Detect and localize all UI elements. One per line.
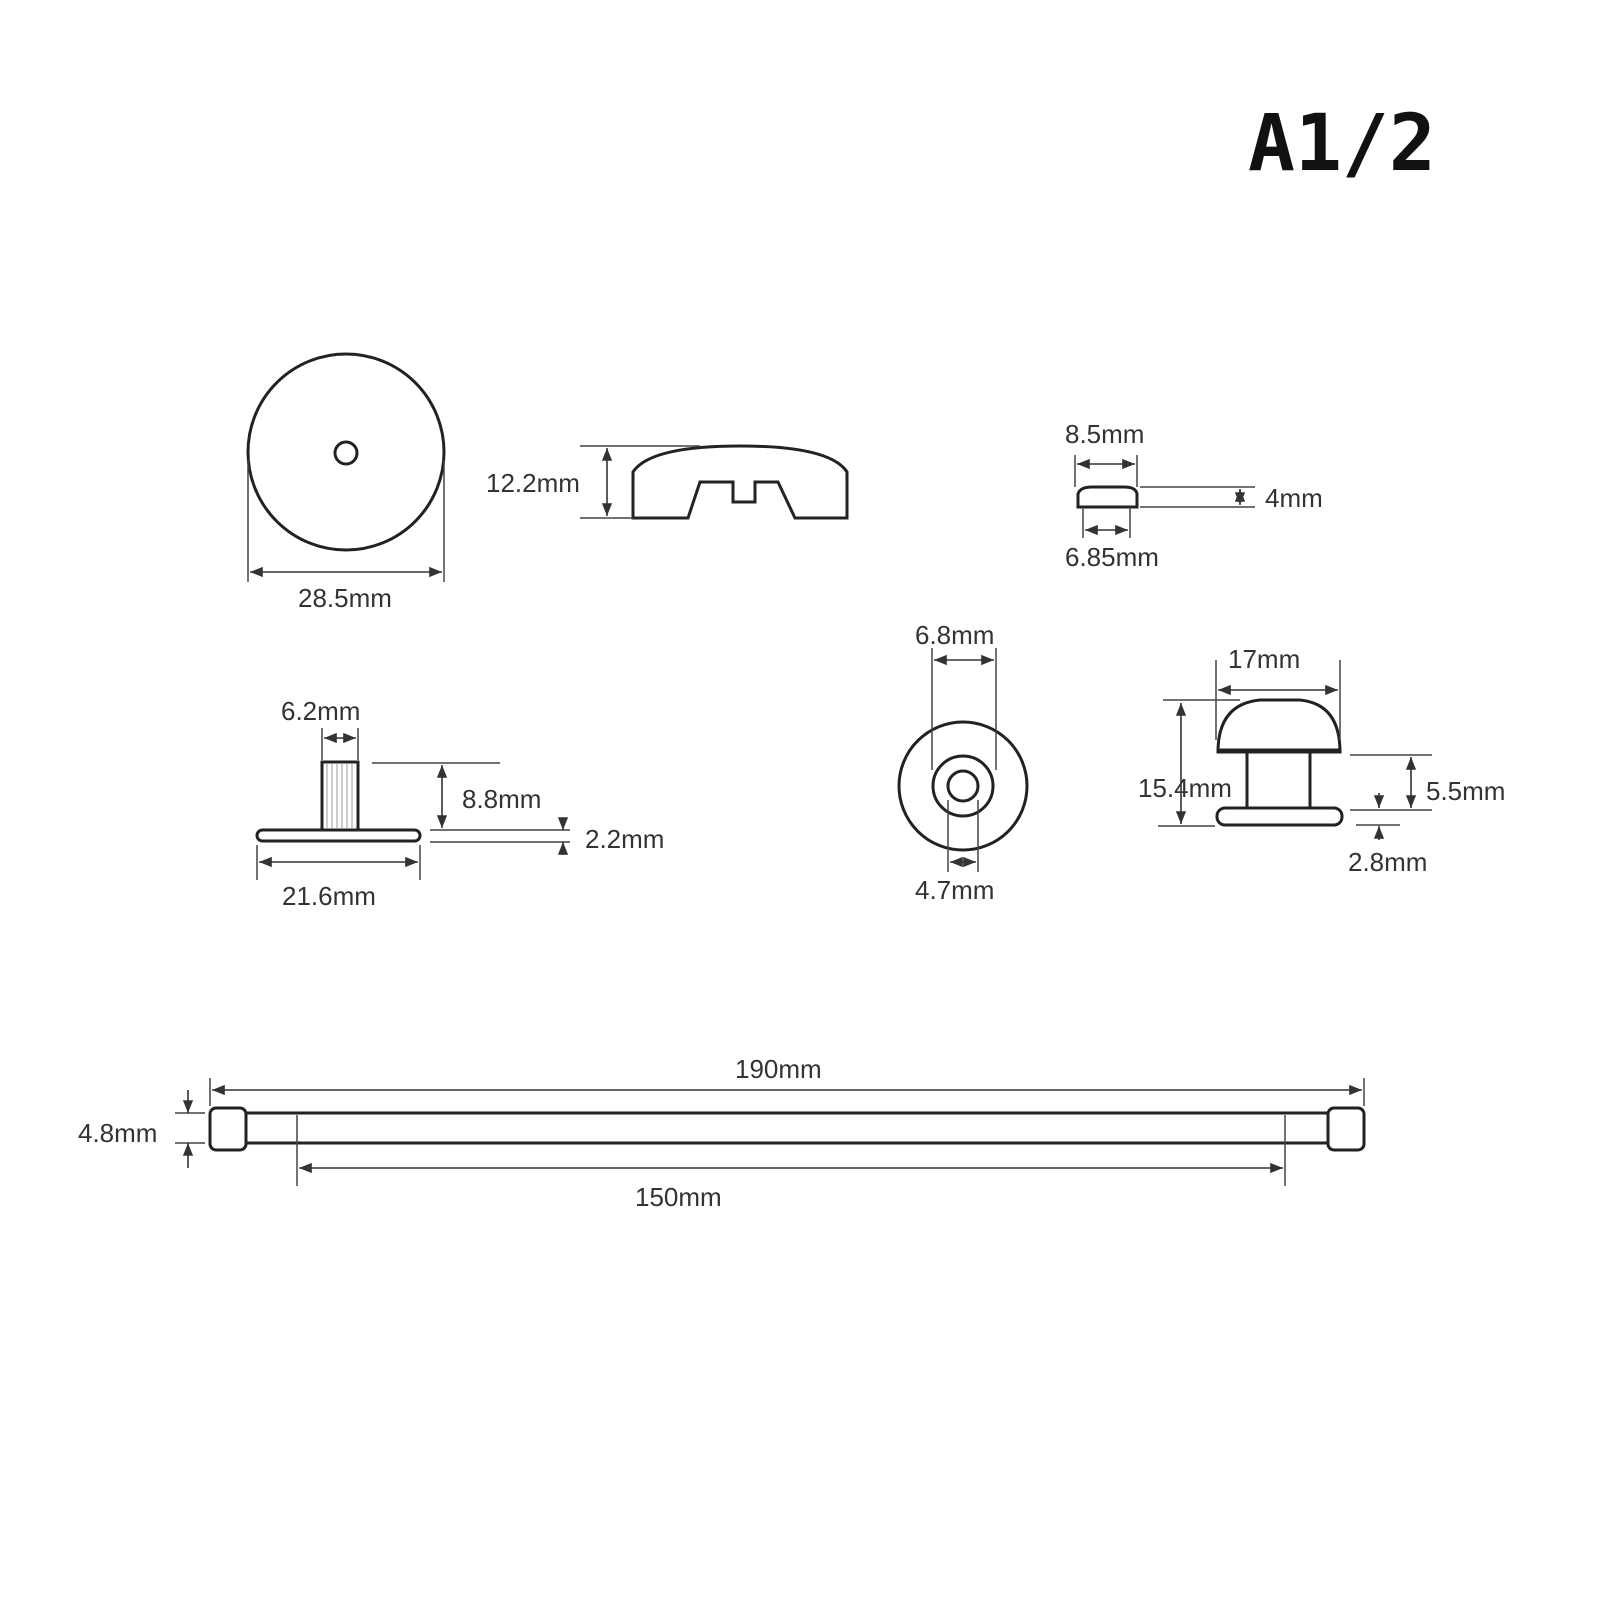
screw-flange-width-label: 21.6mm <box>282 881 376 911</box>
mushroom-head-width-label: 17mm <box>1228 644 1300 674</box>
small-cap-part: 8.5mm 4mm 6.85mm <box>1065 419 1323 572</box>
screw-part: 6.2mm 8.8mm 2.2mm 21.6mm <box>255 696 664 911</box>
washer-outer-label: 6.8mm <box>915 620 994 650</box>
mushroom-stud-part: 17mm 15.4mm 5.5mm 2.8mm <box>1138 644 1505 877</box>
washer-part: 6.8mm 4.7mm <box>897 620 1029 905</box>
disc-part: 28.5mm <box>246 352 446 613</box>
screw-stem-height-label: 8.8mm <box>462 784 541 814</box>
page-title: A1/2 <box>1248 99 1436 189</box>
screw-flange-thickness-label: 2.2mm <box>585 824 664 854</box>
small-cap-height-label: 4mm <box>1265 483 1323 513</box>
mushroom-height-label: 15.4mm <box>1138 773 1232 803</box>
mushroom-base-label: 2.8mm <box>1348 847 1427 877</box>
screw-stem-width-label: 6.2mm <box>281 696 360 726</box>
disc-diameter-label: 28.5mm <box>298 583 392 613</box>
small-cap-bottom-label: 6.85mm <box>1065 542 1159 572</box>
disc-center-hole <box>333 440 359 466</box>
rod-total-length-label: 190mm <box>735 1054 822 1084</box>
rod-diameter-label: 4.8mm <box>78 1118 157 1148</box>
cap-side-part: 12.2mm <box>486 444 849 520</box>
cap-height-label: 12.2mm <box>486 468 580 498</box>
small-cap-top-label: 8.5mm <box>1065 419 1144 449</box>
rod-part: 190mm 150mm 4.8mm <box>78 1054 1366 1212</box>
rod-inner-length-label: 150mm <box>635 1182 722 1212</box>
mushroom-neck-label: 5.5mm <box>1426 776 1505 806</box>
washer-hole-label: 4.7mm <box>915 875 994 905</box>
